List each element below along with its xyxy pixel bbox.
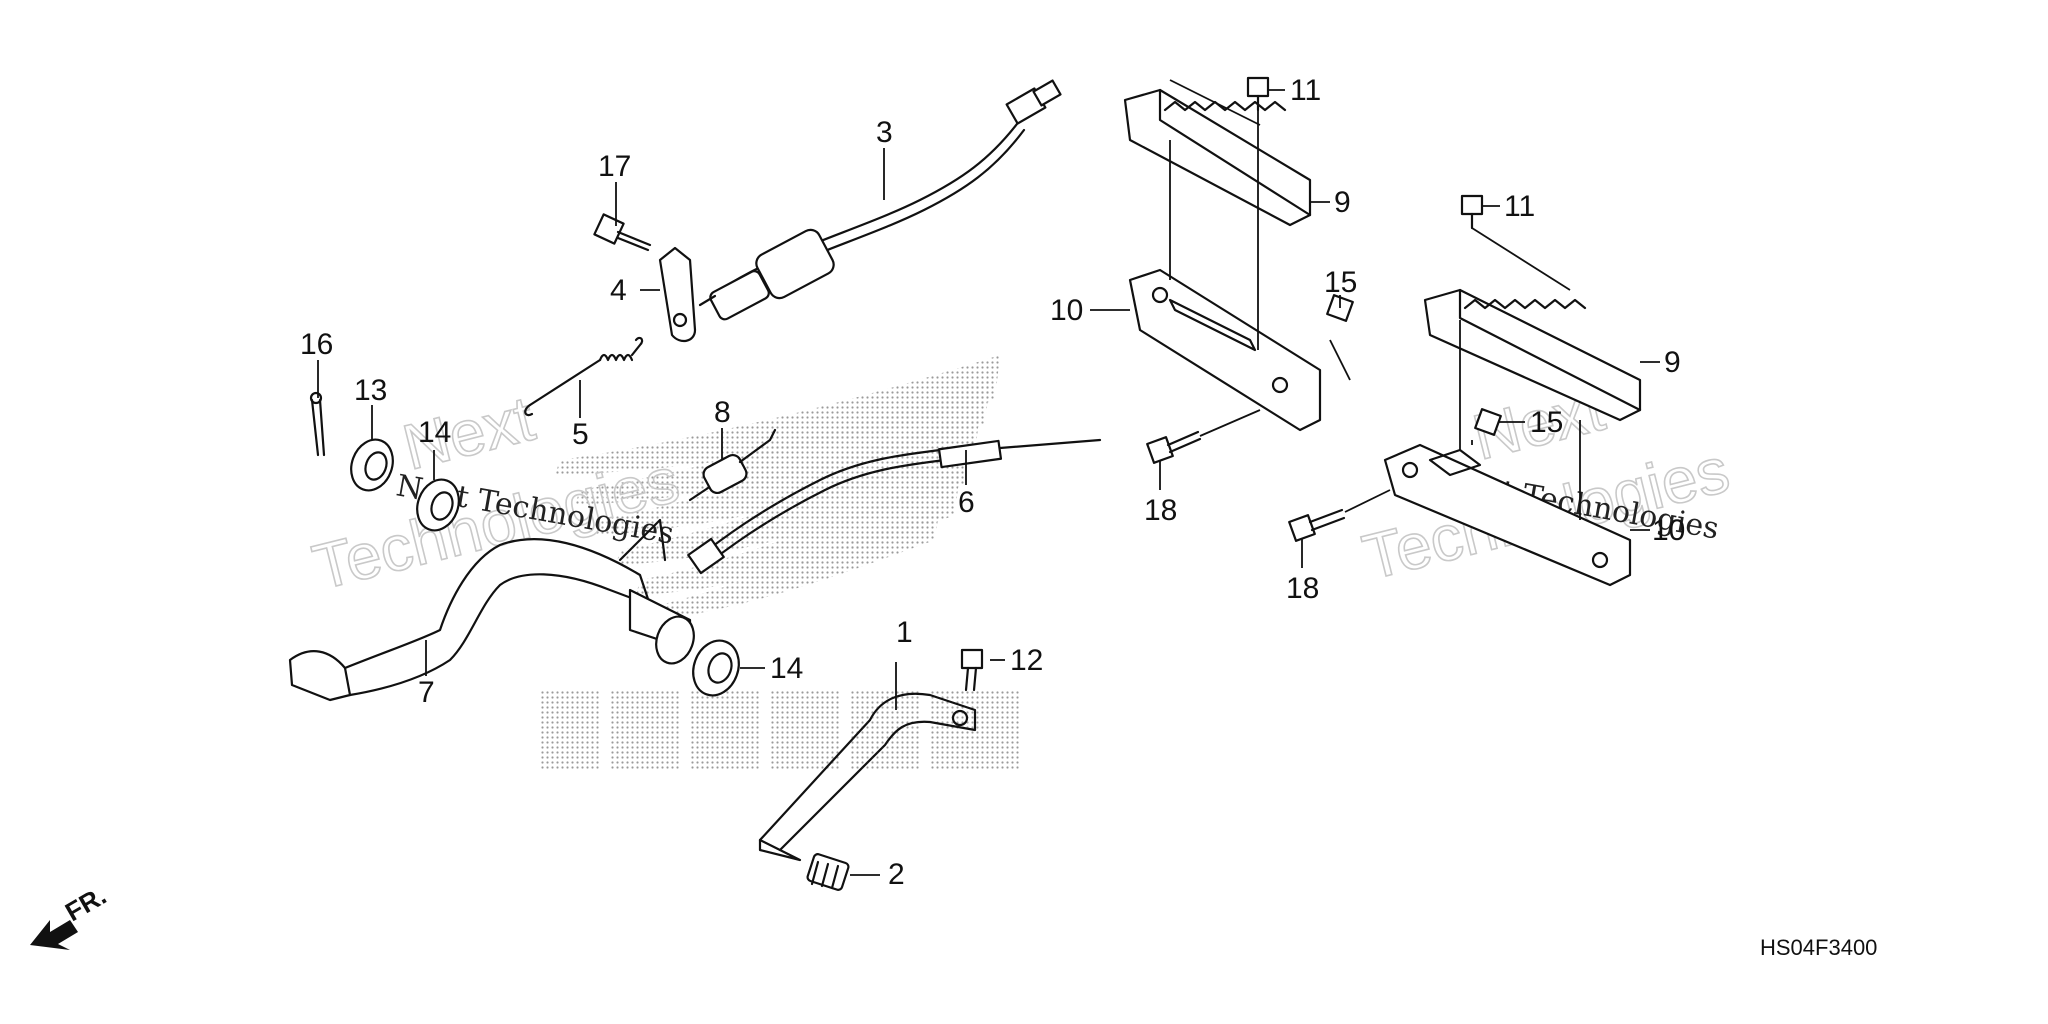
- part-5-return-spring: [524, 336, 644, 417]
- leader-lines-left-peg: [1169, 79, 1351, 437]
- part-14-bushing-upper: [416, 478, 460, 532]
- part-11-bolt-upper: [1246, 76, 1270, 112]
- callout-label: 2: [888, 858, 905, 891]
- callout-labels: 1 2 3 4 5 6 7 8 9 9 10 10 11 11 12 13 14…: [300, 74, 1685, 891]
- callout-label: 18: [1286, 572, 1319, 605]
- part-6-brake-cable: [687, 438, 1102, 575]
- callout-label: 1: [896, 616, 913, 649]
- part-1-shift-pedal: [758, 692, 977, 862]
- part-18-bolt-lower: [1288, 508, 1346, 542]
- part-12-bolt: [960, 648, 984, 692]
- callout-label: 6: [958, 486, 975, 519]
- part-9-footpeg-upper: [1123, 88, 1312, 227]
- callout-label: 15: [1324, 266, 1357, 299]
- callout-label: 9: [1334, 186, 1351, 219]
- part-16-cotter-pin: [309, 391, 326, 457]
- part-11-bolt-lower: [1460, 194, 1484, 230]
- callout-label: 14: [770, 652, 803, 685]
- callout-label: 16: [300, 328, 333, 361]
- callout-label: 18: [1144, 494, 1177, 527]
- leader-lines-right-peg: [1344, 227, 1581, 520]
- callout-label: 10: [1652, 514, 1685, 547]
- front-direction-indicator: FR.: [30, 880, 111, 950]
- part-9-footpeg-lower: [1423, 288, 1642, 422]
- callout-label: 10: [1050, 294, 1083, 327]
- front-label: FR.: [60, 880, 111, 927]
- diagram-code: HS04F3400: [1760, 935, 1877, 960]
- callout-label: 11: [1504, 190, 1535, 223]
- part-18-bolt-upper: [1146, 430, 1202, 464]
- callout-label: 11: [1290, 74, 1321, 107]
- callout-label: 17: [598, 150, 631, 183]
- part-8-spring: [688, 428, 777, 502]
- part-10-footpeg-bracket-upper: [1128, 268, 1322, 432]
- part-13-washer: [350, 438, 394, 492]
- callout-label: 14: [418, 416, 451, 449]
- callout-label: 13: [354, 374, 387, 407]
- watermark-left: Next Technologies Next Technologies: [305, 381, 687, 604]
- callout-label: 15: [1530, 406, 1563, 439]
- part-14-bushing-lower: [692, 639, 740, 697]
- part-7-brake-pedal: [288, 518, 695, 702]
- part-17-bolt: [593, 213, 652, 252]
- callout-label: 7: [418, 676, 435, 709]
- callout-label: 8: [714, 396, 731, 429]
- callout-label: 9: [1664, 346, 1681, 379]
- part-2-pedal-rubber: [806, 853, 850, 891]
- part-15-nut-lower: [1474, 408, 1502, 436]
- callout-label: 12: [1010, 644, 1043, 677]
- callout-label: 4: [610, 274, 627, 307]
- callout-label: 3: [876, 116, 893, 149]
- callout-label: 5: [572, 418, 589, 451]
- callout-leaders: [317, 89, 1660, 876]
- part-10-footpeg-bracket-lower: [1383, 443, 1632, 587]
- honda-wing-logo: [555, 355, 1000, 620]
- part-4-switch-bracket: [658, 246, 697, 343]
- front-arrow-icon: [30, 920, 78, 950]
- part-3-brake-switch: [698, 79, 1062, 321]
